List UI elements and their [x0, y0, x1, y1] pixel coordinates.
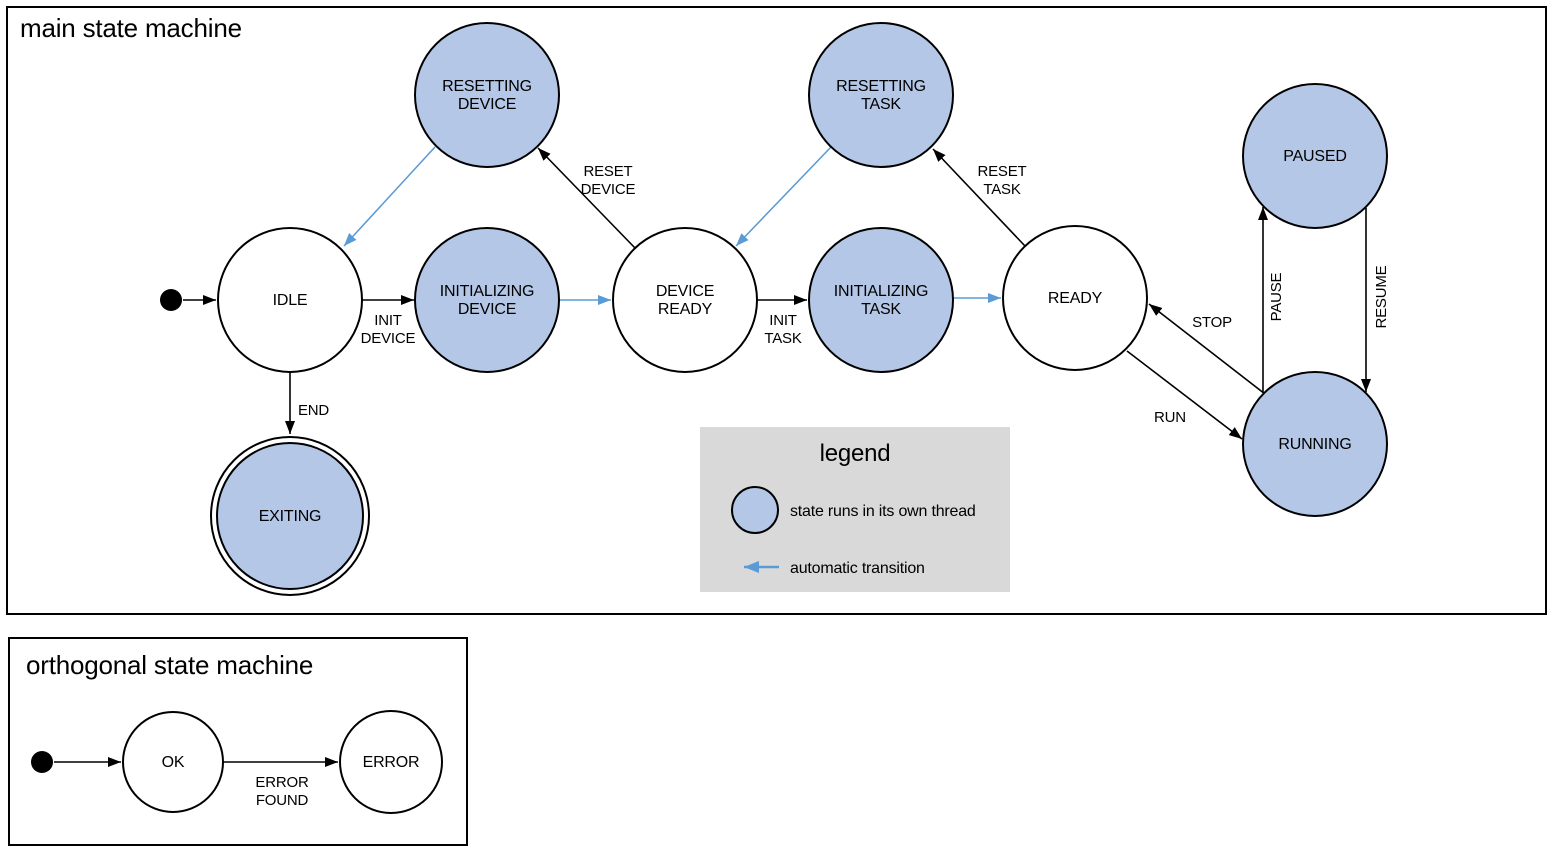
orthogonal-initial-state-dot	[31, 751, 53, 773]
state-label-resetting-task-line1: RESETTING	[836, 78, 926, 95]
transition-label-end: END	[298, 402, 329, 419]
state-label-exiting: EXITING	[259, 508, 322, 525]
transition-resetting-task-to-device-ready	[735, 146, 832, 247]
state-label-initializing-device-line2: DEVICE	[458, 301, 516, 318]
state-label-initializing-device-line1: INITIALIZING	[440, 283, 535, 300]
legend-thread-label: state runs in its own thread	[790, 503, 976, 520]
main-panel-border	[6, 6, 1547, 615]
transition-label-error-found-line2: FOUND	[256, 792, 309, 809]
transition-label-init-device-line1: INIT	[374, 312, 402, 329]
legend-title: legend	[820, 440, 891, 467]
state-exiting	[216, 442, 364, 590]
state-running	[1242, 371, 1388, 517]
transition-label-reset-task-line2: TASK	[983, 181, 1020, 198]
transition-label-init-task-line2: TASK	[764, 330, 801, 347]
state-label-paused: PAUSED	[1283, 148, 1346, 165]
transition-label-resume: RESUME	[1373, 265, 1390, 328]
state-label-device-ready-line1: DEVICE	[656, 283, 714, 300]
state-resetting-device	[414, 22, 560, 168]
legend-thread-state-swatch	[731, 486, 779, 534]
state-label-running: RUNNING	[1278, 436, 1351, 453]
transition-label-reset-device-line2: DEVICE	[581, 181, 636, 198]
state-label-resetting-task-line2: TASK	[861, 96, 901, 113]
state-initializing-device	[414, 227, 560, 373]
state-ready	[1002, 225, 1148, 371]
transition-device-ready-to-resetting-device	[537, 147, 636, 249]
legend-auto-label: automatic transition	[790, 560, 925, 577]
transition-label-pause: PAUSE	[1268, 272, 1285, 321]
orthogonal-panel-title: orthogonal state machine	[26, 650, 313, 680]
state-label-ready: READY	[1048, 290, 1103, 307]
initial-state-dot	[160, 289, 182, 311]
state-label-error: ERROR	[363, 754, 420, 771]
transition-label-stop: STOP	[1192, 314, 1232, 331]
state-paused	[1242, 83, 1388, 229]
state-ok	[122, 711, 224, 813]
state-idle	[217, 227, 363, 373]
transition-ready-to-running	[1126, 350, 1243, 440]
transition-running-to-ready	[1148, 303, 1266, 395]
state-label-idle: IDLE	[273, 292, 308, 309]
main-panel-title: main state machine	[20, 13, 242, 43]
state-label-resetting-device-line2: DEVICE	[458, 96, 516, 113]
orthogonal-panel-border	[8, 637, 468, 846]
transition-label-run: RUN	[1154, 409, 1186, 426]
transition-label-reset-device-line1: RESET	[583, 163, 632, 180]
transition-label-init-device-line2: DEVICE	[361, 330, 416, 347]
state-label-ok: OK	[162, 754, 185, 771]
state-label-resetting-device-line1: RESETTING	[442, 78, 532, 95]
transition-ready-to-resetting-task	[932, 148, 1026, 247]
state-device-ready	[612, 227, 758, 373]
state-initializing-task	[808, 227, 954, 373]
transition-label-init-task-line1: INIT	[769, 312, 797, 329]
state-resetting-task	[808, 22, 954, 168]
transition-resetting-device-to-idle	[343, 146, 436, 247]
state-label-initializing-task-line2: TASK	[861, 301, 901, 318]
transition-label-reset-task-line1: RESET	[977, 163, 1026, 180]
state-label-initializing-task-line1: INITIALIZING	[834, 283, 929, 300]
state-error	[339, 710, 443, 814]
transition-label-error-found-line1: ERROR	[255, 774, 309, 791]
state-label-device-ready-line2: READY	[658, 301, 713, 318]
